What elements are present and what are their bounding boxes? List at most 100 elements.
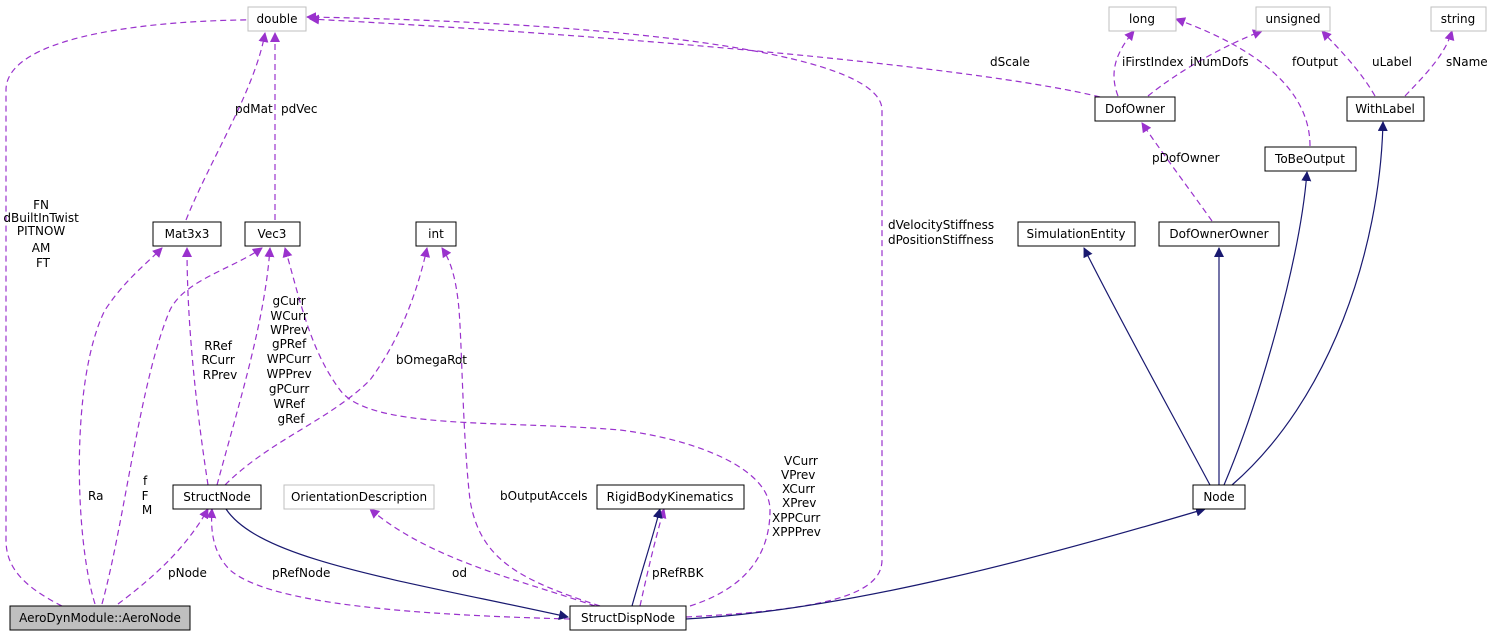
edge-structdispnode-to-rigidbodykinematics	[639, 508, 667, 607]
label-pdmat: pdMat	[235, 102, 273, 116]
node-double[interactable]: double	[247, 6, 307, 32]
label-gcurr-group: gCurr WCurr WPrev gPRef WPCurr WPPrev gP…	[266, 294, 315, 426]
label-gcurr-line: gPRef	[272, 337, 307, 351]
node-structnode-label: StructNode	[183, 490, 250, 504]
node-long-label: long	[1129, 12, 1155, 26]
label-gcurr-line: WPCurr	[267, 352, 312, 366]
node-vec3-label: Vec3	[258, 227, 287, 241]
label-vcurr-line: XPrev	[782, 496, 816, 510]
label-pdvec: pdVec	[281, 102, 318, 116]
label-ulabel: uLabel	[1372, 55, 1412, 69]
label-rref-line: RCurr	[201, 353, 234, 367]
label-inumdofs: iNumDofs	[1190, 55, 1249, 69]
label-vcurr-line: VCurr	[784, 454, 818, 468]
label-gcurr-line: WPPrev	[266, 367, 311, 381]
node-unsigned-label: unsigned	[1265, 12, 1320, 26]
node-int-label: int	[428, 227, 444, 241]
edge-aeronode-to-vec3	[101, 247, 263, 605]
label-fn-line: AM	[32, 241, 51, 255]
node-int[interactable]: int	[415, 221, 457, 247]
label-ffm-group: f F M	[142, 474, 153, 517]
node-dofowner[interactable]: DofOwner	[1094, 96, 1176, 122]
label-dvel-line: dPositionStiffness	[888, 233, 994, 247]
label-gcurr-line: gRef	[277, 412, 305, 426]
node-unsigned[interactable]: unsigned	[1255, 6, 1331, 32]
edge-node-inherits-tobeoutput	[1223, 171, 1312, 486]
label-gcurr-line: WCurr	[270, 309, 308, 323]
label-vcurr-line: VPrev	[781, 468, 815, 482]
label-fn-line: FN	[33, 198, 49, 212]
node-orientationdescription-label: OrientationDescription	[291, 490, 427, 504]
node-structdispnode[interactable]: StructDispNode	[569, 605, 687, 631]
label-fn-group: FN dBuiltInTwist PITNOW AM FT	[3, 198, 82, 270]
edge-mat3x3-to-double	[185, 32, 269, 221]
label-bomegarot: bOmegaRot	[396, 353, 467, 367]
label-boutputaccels: bOutputAccels	[500, 489, 587, 503]
node-tobeoutput[interactable]: ToBeOutput	[1264, 146, 1357, 172]
label-ffm-line: f	[143, 474, 148, 488]
node-dofowner-label: DofOwner	[1105, 102, 1165, 116]
edge-structdispnode-to-orientationdescription	[369, 508, 596, 607]
edge-withlabel-to-unsigned	[1321, 30, 1376, 97]
label-ifirstindex: iFirstIndex	[1122, 55, 1184, 69]
label-fn-line: PITNOW	[17, 224, 66, 238]
node-rigidbodykinematics[interactable]: RigidBodyKinematics	[596, 484, 745, 510]
edge-structdispnode-to-structnode	[206, 508, 571, 620]
label-pnode: pNode	[168, 566, 207, 580]
node-node-label: Node	[1203, 490, 1234, 504]
node-structdispnode-label: StructDispNode	[581, 611, 675, 625]
label-rref-line: RRef	[204, 339, 233, 353]
node-structnode[interactable]: StructNode	[172, 484, 262, 510]
node-dofownerowner[interactable]: DofOwnerOwner	[1158, 221, 1280, 247]
edge-structdispnode-to-int	[441, 247, 601, 607]
edge-structnode-inherits-structdispnode	[225, 508, 569, 620]
label-od: od	[452, 566, 467, 580]
edge-aeronode-to-double	[5, 14, 304, 607]
node-aeronode-label: AeroDynModule::AeroNode	[19, 611, 181, 625]
node-dofownerowner-label: DofOwnerOwner	[1169, 227, 1268, 241]
label-dscale: dScale	[990, 55, 1030, 69]
node-withlabel[interactable]: WithLabel	[1346, 96, 1425, 122]
node-simulationentity[interactable]: SimulationEntity	[1017, 221, 1136, 247]
label-foutput: fOutput	[1292, 55, 1338, 69]
node-string[interactable]: string	[1430, 6, 1487, 32]
node-simulationentity-label: SimulationEntity	[1027, 227, 1126, 241]
edge-aeronode-to-mat3x3	[78, 247, 163, 605]
edge-structnode-to-int	[224, 247, 431, 486]
node-vec3[interactable]: Vec3	[244, 221, 301, 247]
edge-tobeoutput-to-long	[1175, 17, 1311, 147]
label-vcurr-line: XPPCurr	[772, 511, 820, 525]
node-rigidbodykinematics-label: RigidBodyKinematics	[607, 490, 734, 504]
edge-structnode-to-mat3x3	[182, 247, 209, 486]
edge-dofowner-to-double	[309, 14, 1101, 98]
label-pdofowner: pDofOwner	[1152, 151, 1220, 165]
node-string-label: string	[1441, 12, 1475, 26]
edge-rigidbodykinematics-to-structdispnode	[631, 508, 663, 607]
nodes: double long unsigned string OrientationD…	[9, 6, 1487, 631]
node-tobeoutput-label: ToBeOutput	[1274, 152, 1345, 166]
label-sname: sName	[1446, 55, 1488, 69]
edge-aeronode-to-structnode	[117, 508, 209, 605]
label-rref-line: RPrev	[203, 368, 238, 382]
label-dvel-group: dVelocityStiffness dPositionStiffness	[888, 218, 998, 247]
edge-dofownerowner-to-dofowner	[1141, 122, 1213, 222]
label-gcurr-line: WRef	[273, 397, 305, 411]
node-node[interactable]: Node	[1192, 484, 1246, 510]
edge-structdispnode-inherits-node	[685, 506, 1206, 620]
edge-structdispnode-to-double	[306, 12, 883, 618]
label-vcurr-line: XPPPrev	[772, 525, 821, 539]
label-ffm-line: M	[142, 503, 152, 517]
edge-dofowner-to-unsigned	[1147, 29, 1263, 97]
node-orientationdescription[interactable]: OrientationDescription	[283, 484, 435, 510]
label-gcurr-line: gCurr	[272, 294, 305, 308]
node-aeronode[interactable]: AeroDynModule::AeroNode	[9, 605, 191, 631]
label-fn-line: dBuiltInTwist	[3, 211, 79, 225]
label-fn-line: FT	[36, 256, 51, 270]
node-long[interactable]: long	[1108, 6, 1177, 32]
label-gcurr-line: gPCurr	[269, 382, 310, 396]
edge-structnode-to-vec3	[216, 247, 275, 486]
node-double-label: double	[257, 12, 298, 26]
label-prefnode: pRefNode	[272, 566, 330, 580]
node-mat3x3[interactable]: Mat3x3	[152, 221, 222, 247]
